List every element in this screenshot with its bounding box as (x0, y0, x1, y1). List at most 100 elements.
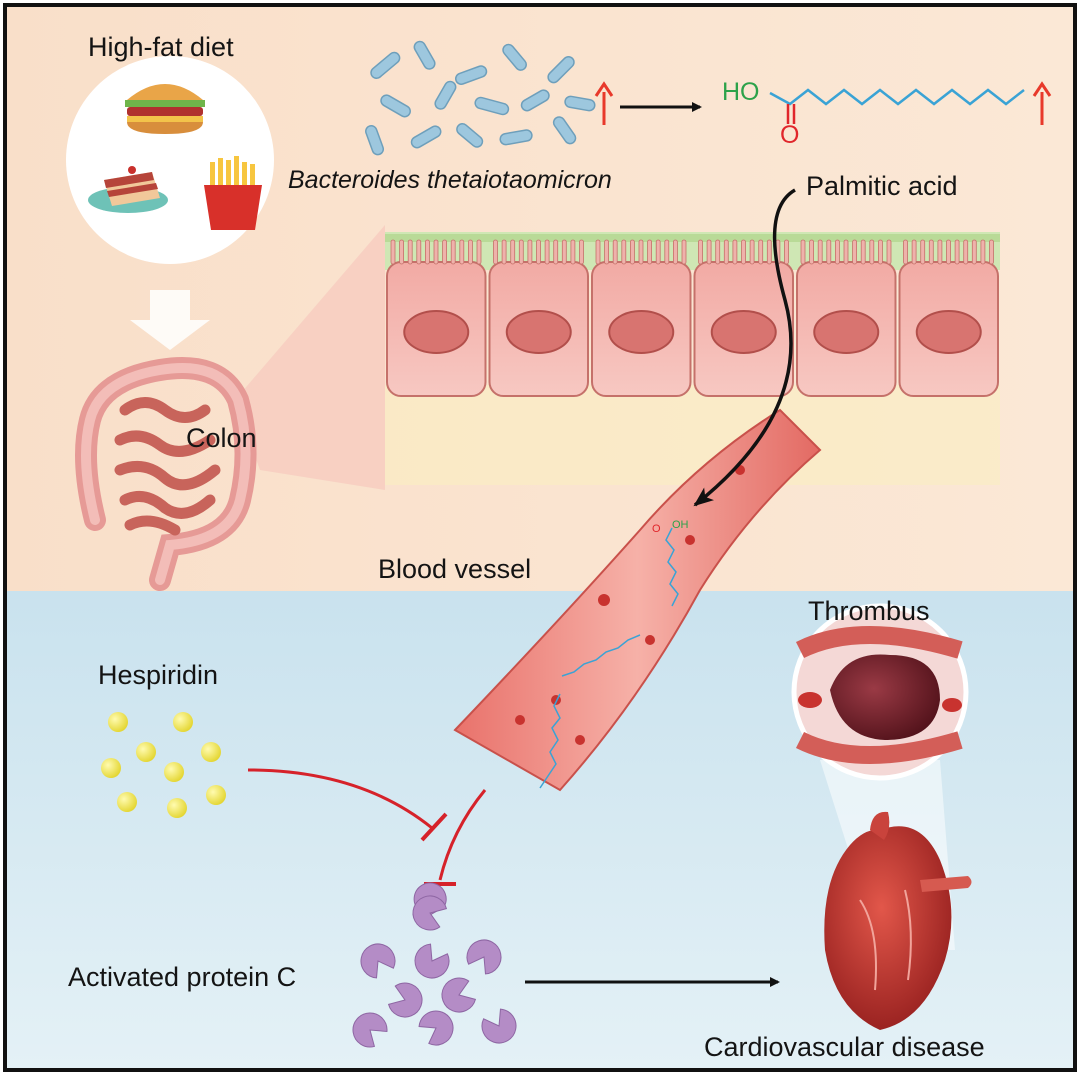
cell-nucleus (915, 310, 982, 354)
cell-nucleus (403, 310, 470, 354)
microvillus (493, 239, 498, 265)
increase-arrow-acid (1032, 81, 1052, 125)
increase-arrow-bacteria (594, 81, 614, 125)
protein-c-molecule (387, 982, 423, 1018)
microvillus (553, 239, 559, 265)
food-bubble (66, 56, 274, 264)
microvillus (809, 239, 814, 265)
cardiovascular-disease-label: Cardiovascular disease (704, 1032, 985, 1062)
protein-c-molecule (418, 1010, 454, 1046)
palmitic-acid-structure (769, 88, 1025, 124)
microvillus (647, 239, 652, 265)
microvillus (869, 239, 875, 265)
cell-nucleus (813, 310, 880, 354)
microvillus (467, 239, 473, 265)
microvillus (946, 239, 951, 265)
microvillus (459, 239, 465, 265)
microvillus (536, 239, 541, 265)
intestinal-epithelium (385, 232, 1000, 397)
microvillus (561, 239, 567, 265)
blood-vessel-icon (453, 408, 822, 792)
protein-c-molecule (352, 1012, 388, 1048)
bacteria-cluster (365, 40, 596, 156)
microvillus (758, 239, 764, 265)
microvillus (450, 239, 456, 265)
protein-c-molecule (412, 895, 448, 931)
high-fat-diet-label: High-fat diet (88, 32, 234, 62)
microvillus (630, 239, 635, 265)
microvillus (476, 239, 482, 265)
microvillus (681, 239, 687, 265)
hespiridin-label: Hespiridin (98, 660, 219, 690)
microvillus (518, 239, 524, 265)
hespiridin-inhibition (247, 768, 433, 830)
microvillus (579, 239, 584, 265)
palmitic-acid-label: Palmitic acid (806, 171, 958, 201)
microvillus (749, 239, 755, 265)
intestine-icon (75, 357, 257, 591)
microvillus (843, 239, 849, 265)
microvillus (937, 239, 943, 265)
protein-c-molecule (441, 977, 477, 1013)
microvillus (664, 239, 670, 265)
microvillus (442, 239, 448, 265)
bacteria-label: Bacteroides thetaiotaomicron (288, 166, 612, 194)
cell-nucleus (505, 310, 572, 354)
figure-border (3, 3, 1077, 1072)
microvillus (638, 239, 644, 265)
microvillus (954, 239, 960, 265)
cake-icon (88, 166, 168, 213)
microvillus (390, 239, 396, 265)
cell-nucleus (710, 310, 777, 354)
microvillus (971, 239, 977, 265)
microvillus (826, 239, 832, 265)
burger-icon (125, 84, 205, 134)
microvillus (886, 239, 892, 265)
microvillus (673, 239, 678, 265)
cell-nucleus (608, 310, 675, 354)
microvillus (989, 239, 994, 265)
protein-c-molecule (481, 1008, 517, 1044)
microvillus (920, 239, 926, 265)
microvillus (570, 239, 576, 265)
microvillus (416, 239, 422, 265)
palmitic-acid-inhibition (438, 789, 487, 881)
microvillus (399, 239, 405, 265)
microvillus (817, 239, 823, 265)
microvillus (903, 239, 908, 265)
hespiridin-molecules (101, 712, 226, 818)
down-arrow-to-colon (130, 290, 210, 350)
microvillus (878, 239, 883, 265)
microvillus (706, 239, 712, 265)
microvillus (407, 239, 413, 265)
protein-c-molecule (414, 943, 450, 979)
zoom-wedge-colon (235, 225, 385, 490)
thrombus-label: Thrombus (808, 596, 930, 626)
microvillus (510, 239, 516, 265)
protein-c-molecule (360, 943, 396, 979)
microvillus (980, 239, 986, 265)
microvillus (501, 239, 507, 265)
acid-carbonyl-label: O (780, 121, 799, 149)
microvillus (732, 239, 738, 265)
microvillus (544, 239, 550, 265)
microvillus (621, 239, 627, 265)
protein-c-molecule (466, 939, 502, 975)
fries-icon (204, 156, 262, 230)
microvillus (766, 239, 772, 265)
mini-oxygen-label: O (652, 523, 661, 535)
epithelium-backdrop (385, 385, 1000, 485)
microvillus (527, 239, 533, 265)
microvillus (800, 239, 806, 265)
microvillus (860, 239, 866, 265)
microvillus (698, 239, 703, 265)
mini-hydroxyl-label: OH (672, 519, 689, 531)
vessel-palmitic-acid-molecules (539, 527, 679, 789)
colon-label: Colon (186, 423, 257, 453)
microvillus (852, 239, 857, 265)
microvillus (911, 239, 917, 265)
microvillus (723, 239, 729, 265)
microvillus (604, 239, 609, 265)
